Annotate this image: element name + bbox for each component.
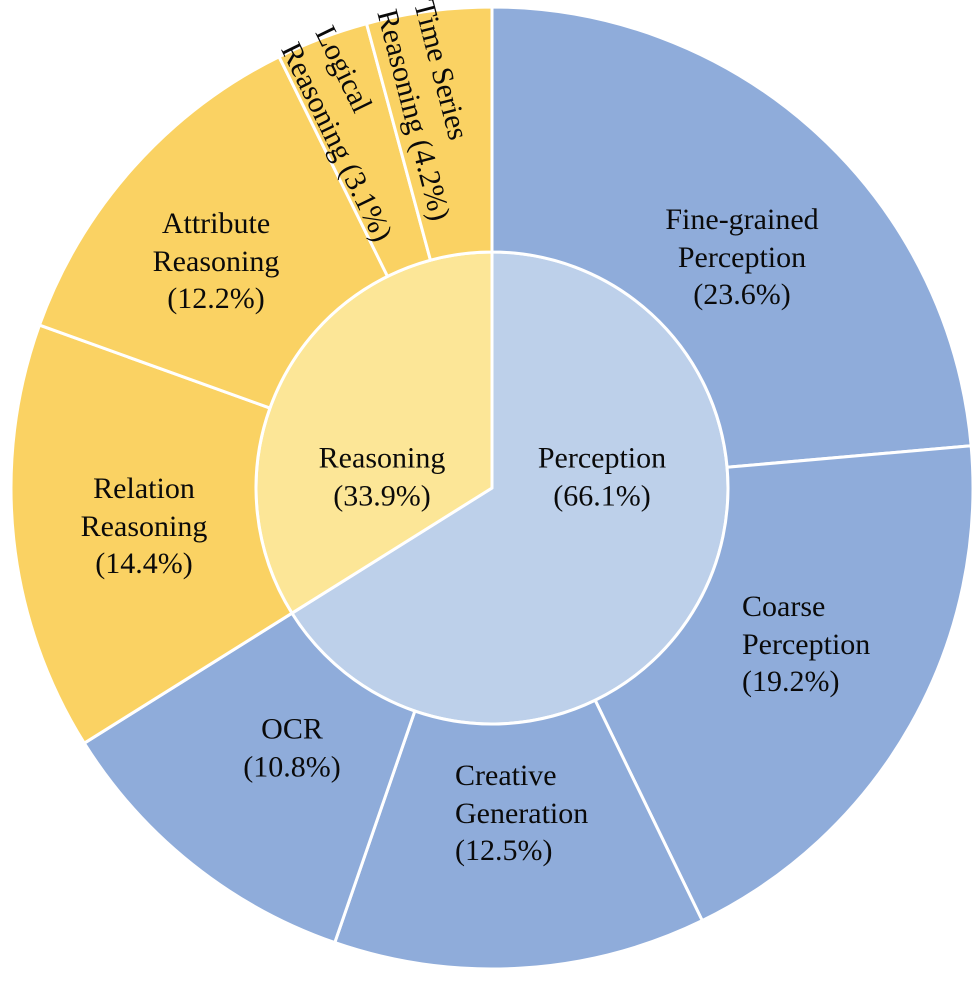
label-line: (14.4%) xyxy=(95,546,193,580)
wedge-attribute-reasoning xyxy=(37,55,390,410)
label-line: (12.2%) xyxy=(167,281,265,315)
label-coarse-perception: Coarse Perception (19.2%) xyxy=(742,588,870,701)
label-line: (10.8%) xyxy=(243,750,341,783)
label-line: Reasoning xyxy=(318,441,446,475)
wedge-creative-generation xyxy=(333,698,704,971)
label-line: (33.9%) xyxy=(333,479,431,512)
label-line: Attribute xyxy=(161,206,271,240)
label-attribute-reasoning: Attribute Reasoning (12.2%) xyxy=(153,205,280,318)
label-perception: Perception (66.1%) xyxy=(538,440,666,515)
label-line: Generation xyxy=(455,796,589,830)
label-line: OCR xyxy=(261,712,323,746)
label-line: (19.2%) xyxy=(742,665,840,698)
label-line: (23.6%) xyxy=(693,277,791,311)
label-line: (12.5%) xyxy=(455,834,553,867)
label-line: Coarse xyxy=(742,590,826,623)
label-fine-grained-perception: Fine-grained Perception (23.6%) xyxy=(665,201,818,314)
label-line: Fine-grained xyxy=(665,202,819,236)
label-ocr: OCR (10.8%) xyxy=(243,711,340,786)
wedge-fine-grained-perception xyxy=(490,5,973,469)
label-line: Perception xyxy=(742,627,871,661)
wedge-ocr xyxy=(82,611,417,945)
label-relation-reasoning: Relation Reasoning (14.4%) xyxy=(81,470,208,583)
label-line: Creative xyxy=(455,759,557,792)
label-line: Reasoning xyxy=(80,509,208,543)
wedge-relation-reasoning xyxy=(9,323,294,745)
wedge-coarse-perception xyxy=(593,444,975,923)
label-line: Reasoning xyxy=(152,244,280,278)
label-line: Perception xyxy=(677,240,807,274)
label-line: Relation xyxy=(93,471,195,505)
label-line: (66.1%) xyxy=(553,479,651,512)
label-reasoning: Reasoning (33.9%) xyxy=(319,440,446,515)
label-creative-generation: Creative Generation (12.5%) xyxy=(455,757,588,870)
wedge-time-series-reasoning xyxy=(365,5,494,262)
label-line: Perception xyxy=(537,441,667,475)
